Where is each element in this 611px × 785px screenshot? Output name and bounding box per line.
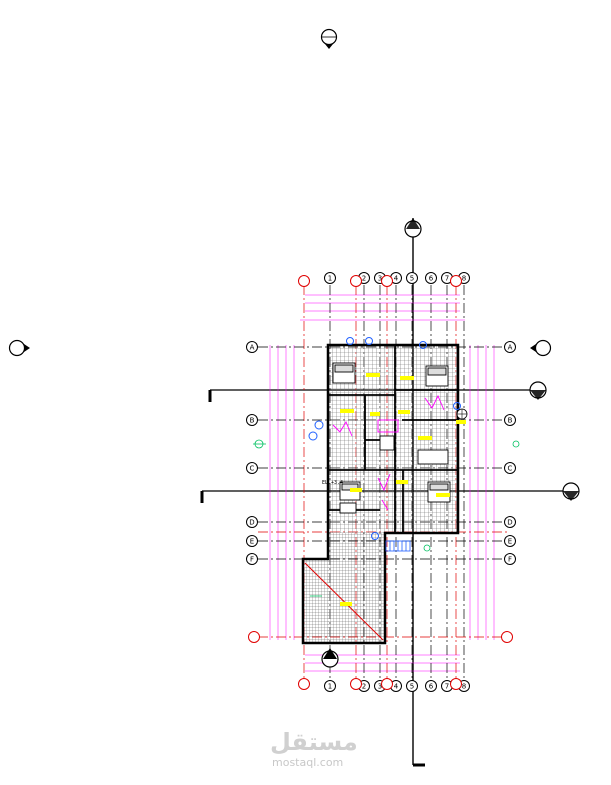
svg-text:A: A — [508, 344, 513, 352]
grid-bubble-row-left: E — [246, 535, 258, 547]
grid-bubble-row-right: C — [504, 462, 516, 474]
grid-bubble-aux-top — [298, 275, 310, 287]
grid-bubble-row-right: F — [504, 553, 516, 565]
grid-bubble-aux-bottom — [298, 678, 310, 690]
svg-text:1: 1 — [328, 275, 332, 283]
svg-text:6: 6 — [429, 683, 434, 691]
grid-bubble-aux-top — [450, 275, 462, 287]
grid-bubble-row-right: A — [504, 341, 516, 353]
svg-text:2: 2 — [362, 683, 366, 691]
level-markers — [308, 337, 461, 540]
svg-text:1: 1 — [328, 683, 332, 691]
green-marks — [253, 439, 520, 597]
svg-text:A: A — [250, 344, 255, 352]
grid-bubble-column-bottom: 7 — [441, 680, 453, 692]
svg-text:F: F — [508, 556, 512, 564]
svg-text:3: 3 — [378, 683, 382, 691]
elevation-marker-icon — [8, 339, 30, 357]
grid-bubble-column-top: 7 — [441, 272, 453, 284]
room-tags — [340, 373, 466, 606]
watermark-arabic: مستقل — [270, 728, 358, 756]
grid-bubble-row-left: F — [246, 553, 258, 565]
svg-text:8: 8 — [462, 683, 466, 691]
svg-text:D: D — [249, 519, 254, 527]
grid-bubble-aux-right — [501, 631, 513, 643]
svg-text:C: C — [250, 465, 255, 473]
svg-text:5: 5 — [410, 683, 414, 691]
svg-text:E: E — [508, 538, 512, 546]
svg-text:F: F — [250, 556, 254, 564]
grid-bubble-column-bottom: 5 — [406, 680, 418, 692]
north-arrow-icon — [321, 648, 339, 668]
watermark-latin: mostaql.com — [272, 756, 344, 769]
grid-bubble-aux-top — [381, 275, 393, 287]
svg-text:B: B — [508, 417, 513, 425]
grid-bubble-aux-bottom — [350, 678, 362, 690]
grid-bubble-row-right: D — [504, 516, 516, 528]
level-tag: EL.+3.4 — [322, 480, 343, 486]
svg-text:7: 7 — [445, 275, 449, 283]
svg-text:6: 6 — [429, 275, 434, 283]
svg-text:E: E — [250, 538, 254, 546]
detail-marks — [332, 394, 445, 511]
grid-bubble-row-left: D — [246, 516, 258, 528]
grid-bubble-row-left: B — [246, 414, 258, 426]
grid-bubble-aux-left — [248, 631, 260, 643]
grid-bubble-column-bottom: 6 — [425, 680, 437, 692]
grid-bubble-row-left: A — [246, 341, 258, 353]
svg-text:8: 8 — [462, 275, 466, 283]
svg-text:B: B — [250, 417, 255, 425]
grid-bubble-aux-bottom — [450, 678, 462, 690]
grid-bubble-column-top: 6 — [425, 272, 437, 284]
entrance-stair — [385, 540, 411, 552]
svg-text:4: 4 — [394, 683, 399, 691]
grid-bubble-column-top: 1 — [324, 272, 336, 284]
elevation-marker-icon — [320, 28, 338, 49]
svg-text:2: 2 — [362, 275, 366, 283]
svg-text:4: 4 — [394, 275, 399, 283]
svg-text:D: D — [507, 519, 512, 527]
svg-text:C: C — [508, 465, 513, 473]
grid-bubble-column-bottom: 1 — [324, 680, 336, 692]
grid-bubble-row-right: B — [504, 414, 516, 426]
elevation-marker-icon — [530, 339, 552, 357]
grid-bubble-row-right: E — [504, 535, 516, 547]
svg-text:7: 7 — [445, 683, 449, 691]
svg-text:3: 3 — [378, 275, 382, 283]
grid-bubble-aux-top — [350, 275, 362, 287]
grid-bubble-row-left: C — [246, 462, 258, 474]
level-tag-circle — [456, 408, 468, 420]
grid-bubble-column-top: 5 — [406, 272, 418, 284]
grid-bubble-aux-bottom — [381, 678, 393, 690]
svg-text:5: 5 — [410, 275, 414, 283]
